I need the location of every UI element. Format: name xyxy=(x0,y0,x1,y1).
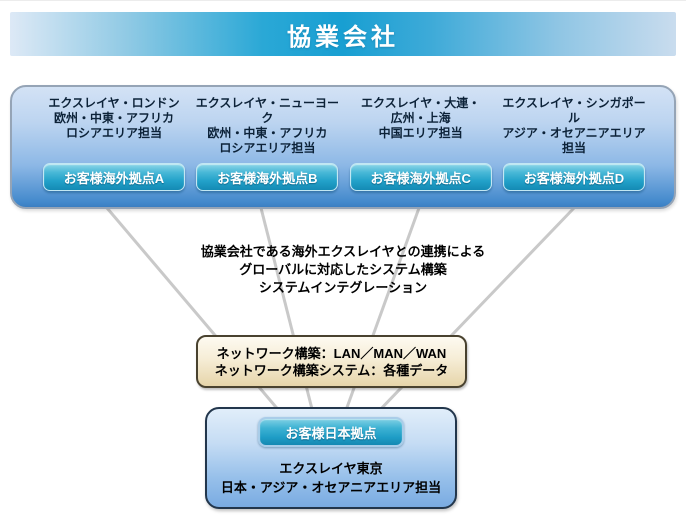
overseas-column-a: エクスレイヤ・ロンドン 欧州・中東・アフリカ ロシアエリア担当 お客様海外拠点A xyxy=(38,96,190,207)
overseas-office-label-c: エクスレイヤ・大連・ 広州・上海 中国エリア担当 xyxy=(361,96,481,140)
network-construction-box: ネットワーク構築：LAN／MAN／WAN ネットワーク構築システム：各種データ xyxy=(196,335,467,388)
overseas-office-label-d: エクスレイヤ・シンガポール アジア・オセアニアエリア担当 xyxy=(502,96,646,155)
overseas-site-button-c[interactable]: お客様海外拠点C xyxy=(349,163,492,191)
japan-site-button[interactable]: お客様日本拠点 xyxy=(258,417,404,447)
overseas-group-box: エクスレイヤ・ロンドン 欧州・中東・アフリカ ロシアエリア担当 お客様海外拠点A… xyxy=(10,85,676,209)
overseas-office-label-b: エクスレイヤ・ニューヨーク 欧州・中東・アフリカ ロシアエリア担当 xyxy=(195,96,339,155)
overseas-site-button-d[interactable]: お客様海外拠点D xyxy=(502,163,645,191)
title-bar: 協業会社 xyxy=(10,12,676,56)
overseas-site-button-a[interactable]: お客様海外拠点A xyxy=(43,163,185,191)
overseas-column-d: エクスレイヤ・シンガポール アジア・オセアニアエリア担当 お客様海外拠点D xyxy=(498,96,650,207)
japan-group-box: お客様日本拠点 エクスレイヤ東京 日本・アジア・オセアニアエリア担当 xyxy=(205,407,457,509)
overseas-site-button-b[interactable]: お客様海外拠点B xyxy=(196,163,339,191)
overseas-office-label-a: エクスレイヤ・ロンドン 欧州・中東・アフリカ ロシアエリア担当 xyxy=(48,96,180,140)
page-title: 協業会社 xyxy=(287,23,399,51)
overseas-column-c: エクスレイヤ・大連・ 広州・上海 中国エリア担当 お客様海外拠点C xyxy=(345,96,497,207)
overseas-column-b: エクスレイヤ・ニューヨーク 欧州・中東・アフリカ ロシアエリア担当 お客様海外拠… xyxy=(191,96,343,207)
network-construction-text: ネットワーク構築：LAN／MAN／WAN ネットワーク構築システム：各種データ xyxy=(214,345,449,378)
japan-office-label: エクスレイヤ東京 日本・アジア・オセアニアエリア担当 xyxy=(220,461,442,495)
collaboration-description: 協業会社である海外エクスレイヤとの連携による グローバルに対応したシステム構築 … xyxy=(200,244,486,295)
